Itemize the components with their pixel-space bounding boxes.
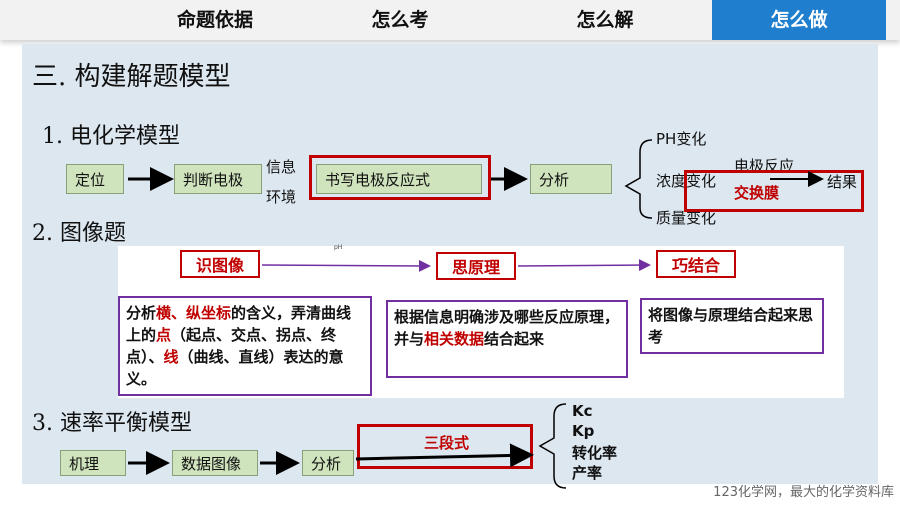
highlight-frame-membrane (684, 170, 864, 212)
branch-mass: 质量变化 (656, 209, 717, 227)
tab-basis[interactable]: 命题依据 (176, 9, 253, 31)
model1-title: 1. 电化学模型 (42, 124, 180, 149)
label-environment: 环境 (266, 188, 297, 206)
output-kp: Kp (572, 422, 595, 440)
model1-step-analyze: 分析 (530, 164, 612, 194)
output-kc: Kc (572, 402, 593, 420)
branch-ph: PH变化 (656, 130, 707, 148)
tab-how-tested[interactable]: 怎么考 (371, 9, 429, 31)
footer-watermark: 123化学网，最大的化学资料库 (713, 485, 894, 500)
output-yield: 产率 (572, 464, 603, 482)
model3-step-mechanism: 机理 (60, 450, 126, 476)
step-principle: 思原理 (436, 252, 516, 280)
membrane-label: 交换膜 (734, 184, 780, 202)
desc-read-graph: 分析横、纵坐标的含义，弄清曲线上的点（起点、交点、拐点、终点）、线（曲线、直线）… (118, 296, 372, 396)
tiny-mark: pH (334, 244, 343, 251)
step-read-graph: 识图像 (180, 250, 260, 278)
top-nav-bar: 命题依据 怎么考 怎么解 怎么做 (0, 0, 900, 40)
output-conversion: 转化率 (572, 444, 618, 462)
desc-combine: 将图像与原理结合起来思考 (640, 298, 824, 354)
model2-title: 2. 图像题 (32, 221, 126, 246)
model1-step-write-reaction: 书写电极反应式 (316, 164, 482, 194)
label-info: 信息 (266, 158, 297, 176)
step-combine: 巧结合 (656, 250, 736, 278)
model1-step-locate: 定位 (66, 164, 124, 194)
highlight-frame-reaction (309, 155, 491, 200)
tab-how-solve[interactable]: 怎么解 (576, 9, 634, 31)
page-title: 三. 构建解题模型 (32, 62, 231, 92)
model3-step-data-graph: 数据图像 (172, 450, 258, 476)
tab-how-do[interactable]: 怎么做 (712, 0, 886, 40)
model3-step-analyze: 分析 (302, 450, 354, 476)
model1-step-judge-electrode: 判断电极 (174, 164, 262, 194)
three-stage-label: 三段式 (424, 434, 470, 452)
desc-principle: 根据信息明确涉及哪些反应原理，并与相关数据结合起来 (386, 300, 628, 378)
result-label: 结果 (827, 173, 858, 191)
model3-title: 3. 速率平衡模型 (32, 411, 192, 436)
